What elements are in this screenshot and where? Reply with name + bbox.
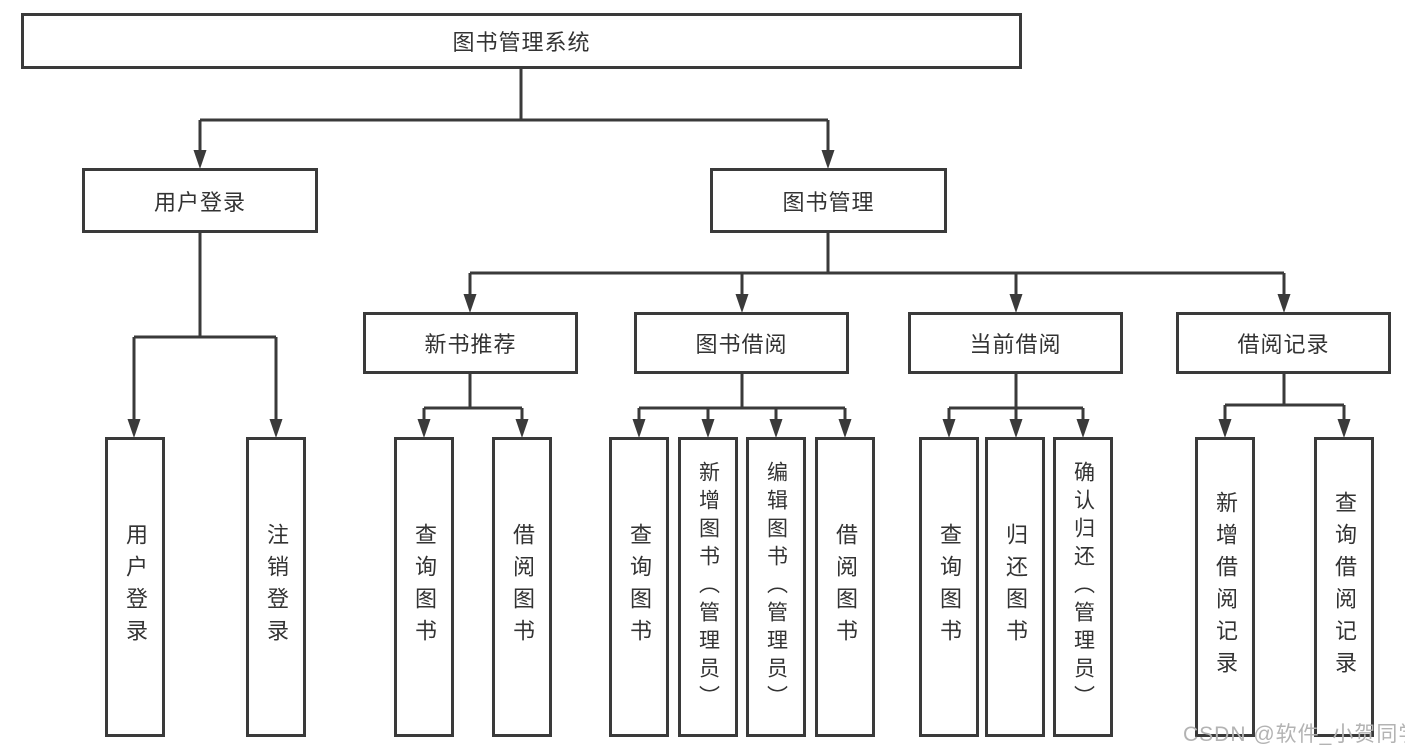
leaf-borrow-books: 借阅图书	[815, 437, 875, 737]
leaf-add-books-admin: 新增图书（管理员）	[678, 437, 738, 737]
node-new-book-recommendation: 新书推荐	[363, 312, 578, 374]
leaf-label: 编辑图书（管理员）	[764, 461, 788, 713]
node-book-management: 图书管理	[710, 168, 947, 233]
node-label: 图书管理系统	[452, 30, 591, 55]
node-user-login: 用户登录	[82, 168, 318, 233]
leaf-label: 查询图书	[412, 523, 437, 651]
node-label: 借阅记录	[1237, 332, 1330, 357]
csdn-watermark: CSDN @软件_小贺同学	[1183, 723, 1405, 746]
leaf-label: 新增图书（管理员）	[696, 461, 720, 713]
leaf-user-login: 用户登录	[105, 437, 165, 737]
leaf-query-books: 查询图书	[394, 437, 454, 737]
leaf-edit-books-admin: 编辑图书（管理员）	[746, 437, 806, 737]
leaf-query-books: 查询图书	[609, 437, 669, 737]
leaf-label: 查询图书	[627, 523, 652, 651]
leaf-add-borrow-record: 新增借阅记录	[1195, 437, 1255, 737]
leaf-borrow-books: 借阅图书	[492, 437, 552, 737]
leaf-return-books: 归还图书	[985, 437, 1045, 737]
leaf-label: 借阅图书	[510, 523, 535, 651]
node-current-borrowing: 当前借阅	[908, 312, 1123, 374]
node-label: 图书管理	[782, 189, 875, 215]
node-book-borrowing: 图书借阅	[634, 312, 849, 374]
node-label: 当前借阅	[969, 332, 1062, 357]
leaf-label: 确认归还（管理员）	[1071, 461, 1095, 713]
leaf-label: 注销登录	[264, 523, 289, 651]
leaf-query-borrow-record: 查询借阅记录	[1314, 437, 1374, 737]
leaf-logout: 注销登录	[246, 437, 306, 737]
leaf-label: 用户登录	[123, 523, 148, 651]
arrowheads	[127, 150, 1351, 438]
leaf-label: 新增借阅记录	[1213, 491, 1238, 683]
node-label: 图书借阅	[695, 332, 788, 357]
node-label: 用户登录	[153, 189, 246, 215]
node-borrowing-records: 借阅记录	[1176, 312, 1391, 374]
leaf-label: 借阅图书	[833, 523, 858, 651]
leaf-label: 归还图书	[1003, 523, 1028, 651]
node-library-management-system: 图书管理系统	[21, 13, 1022, 69]
leaf-label: 查询图书	[937, 523, 962, 651]
node-label: 新书推荐	[424, 332, 517, 357]
leaf-label: 查询借阅记录	[1332, 491, 1357, 683]
leaf-query-books: 查询图书	[919, 437, 979, 737]
leaf-confirm-return-admin: 确认归还（管理员）	[1053, 437, 1113, 737]
